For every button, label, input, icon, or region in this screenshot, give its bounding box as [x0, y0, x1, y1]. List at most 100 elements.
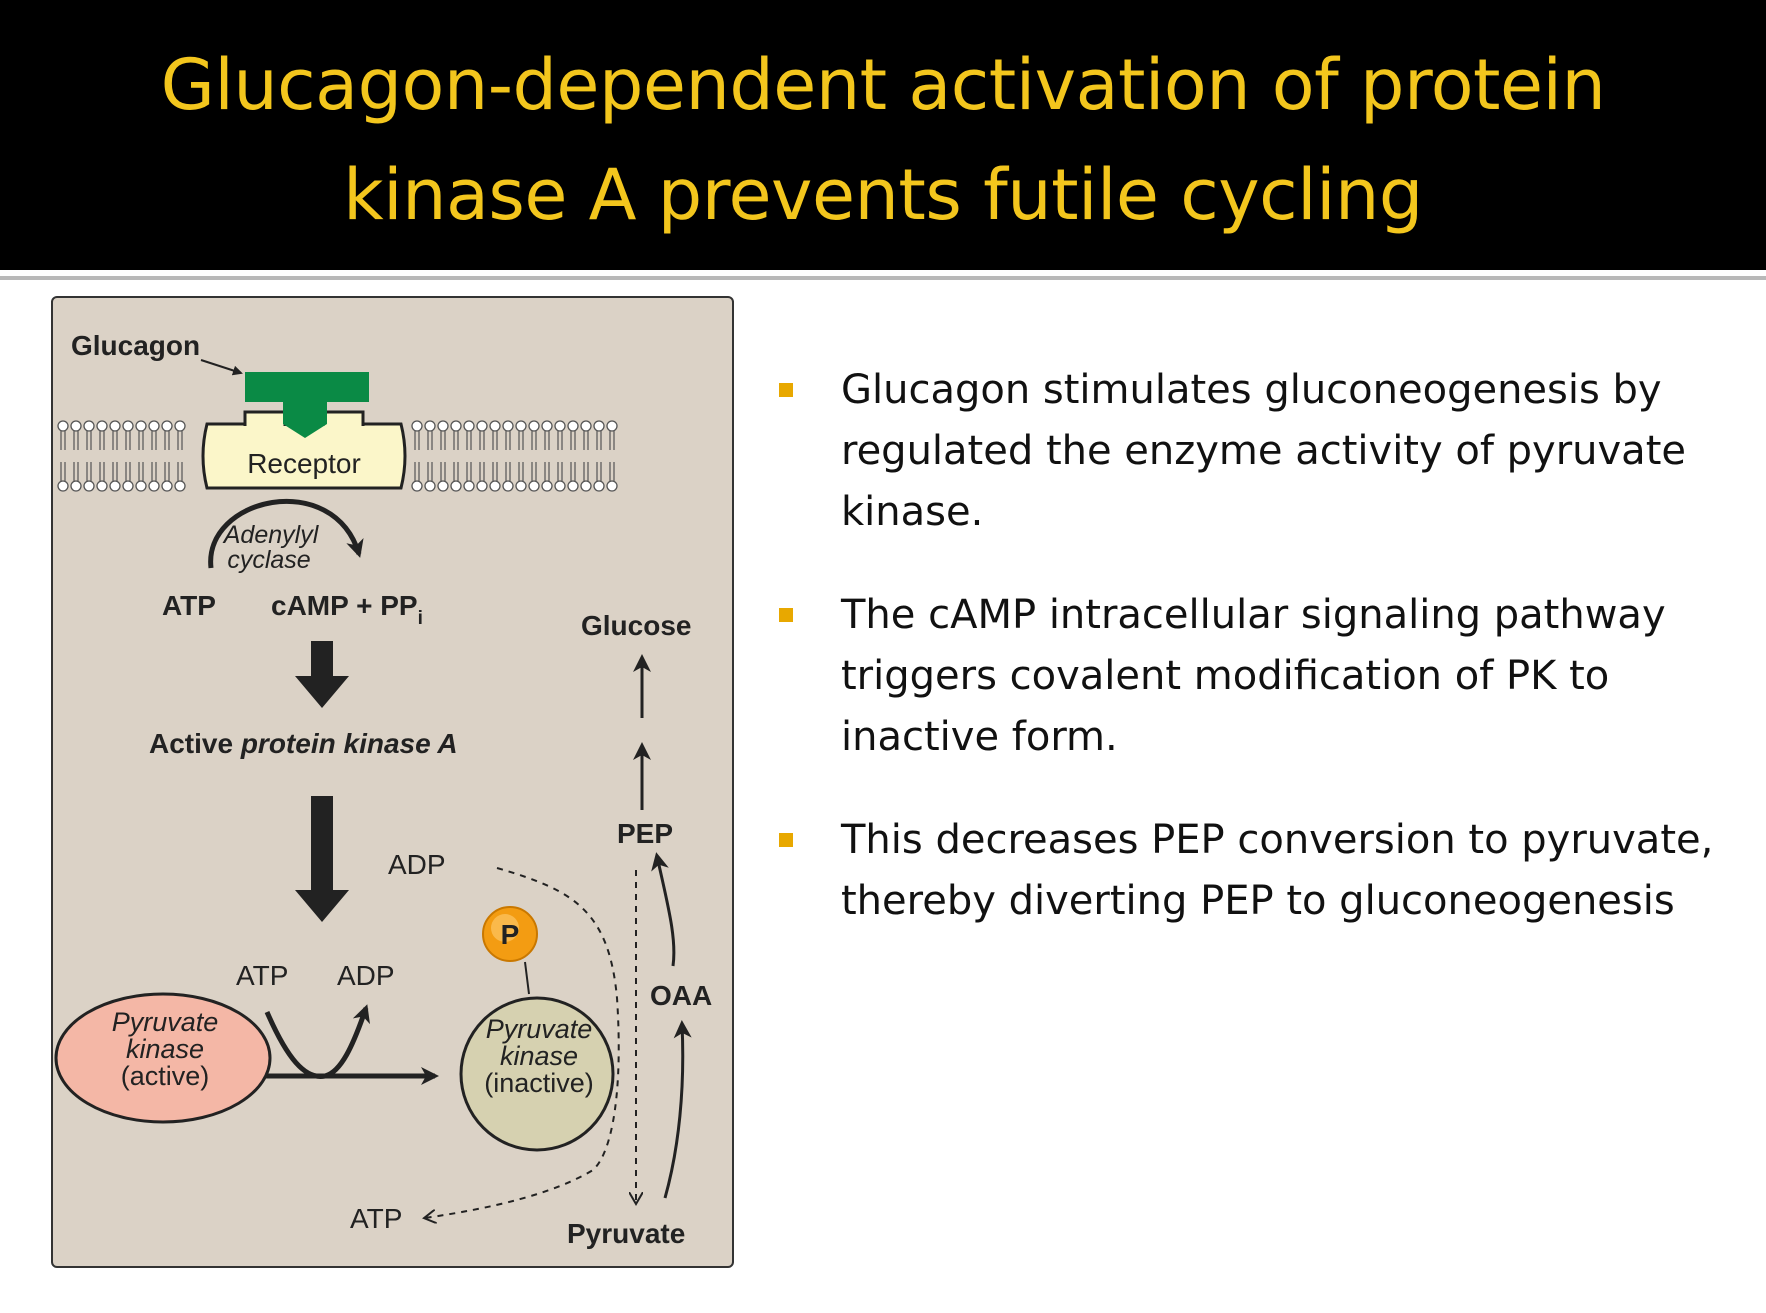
lipid-head-outer — [411, 420, 423, 451]
bullet-list: Glucagon stimulates gluconeogenesis by r… — [775, 360, 1735, 974]
adenylyl-cyclase-arrow — [208, 498, 364, 569]
bullet-item: Glucagon stimulates gluconeogenesis by r… — [775, 360, 1735, 543]
bullet-text: The cAMP intracellular signaling pathway… — [841, 592, 1666, 760]
pyruvate-kinase-inactive — [459, 996, 615, 1152]
lipid-head-inner — [580, 461, 592, 492]
adp-mid-label: ADP — [337, 960, 395, 991]
bullet-item: This decreases PEP conversion to pyruvat… — [775, 810, 1735, 932]
pep-label: PEP — [617, 818, 673, 849]
phosphate-label: P — [501, 919, 520, 950]
lipid-head-inner — [528, 461, 540, 492]
lipid-head-outer — [174, 420, 186, 451]
pk-inactive-line-1: Pyruvate — [486, 1014, 593, 1044]
receptor-shape — [201, 410, 407, 490]
atp-adp-transfer-arrow — [264, 1004, 370, 1079]
lipid-head-inner — [541, 461, 553, 492]
title-divider — [0, 276, 1766, 280]
slide-title-line-1: Glucagon-dependent activation of protein — [160, 44, 1606, 126]
lipid-head-outer — [593, 420, 605, 451]
adp-dashed-label: ADP — [388, 849, 446, 880]
lipid-head-inner — [161, 461, 173, 492]
lipid-head-outer — [463, 420, 475, 451]
pyruvate-kinase-active — [54, 992, 272, 1124]
lipid-head-inner — [593, 461, 605, 492]
pk-active-line-3: (active) — [121, 1061, 210, 1091]
lipid-head-outer — [567, 420, 579, 451]
bullet-marker-icon — [779, 608, 793, 622]
lipid-head-inner — [515, 461, 527, 492]
lipid-head-outer — [528, 420, 540, 451]
bullet-marker-icon — [779, 833, 793, 847]
slide-title-line-2: kinase A prevents futile cycling — [343, 154, 1423, 236]
lipid-head-inner — [450, 461, 462, 492]
pk-inactive-line-3: (inactive) — [484, 1068, 594, 1098]
glucagon-arrow — [200, 359, 243, 376]
receptor-label: Receptor — [247, 448, 361, 479]
pk-inactive-line-2: kinase — [500, 1041, 578, 1071]
adp-to-atp-dashed-arrow — [425, 867, 620, 1218]
lipid-head-outer — [148, 420, 160, 451]
bullet-text: Glucagon stimulates gluconeogenesis by r… — [841, 367, 1686, 535]
camp-to-pka-arrow-shaft — [311, 641, 333, 677]
cyclase-label: cyclase — [227, 546, 310, 574]
lipid-head-inner — [135, 461, 147, 492]
lipid-head-outer — [489, 420, 501, 451]
lipid-head-inner — [174, 461, 186, 492]
lipid-head-inner — [567, 461, 579, 492]
lipid-head-inner — [502, 461, 514, 492]
atp-mid-label: ATP — [236, 960, 288, 991]
lipid-head-outer — [109, 420, 121, 451]
lipid-head-inner — [554, 461, 566, 492]
lipid-head-inner — [96, 461, 108, 492]
oaa-label: OAA — [650, 980, 712, 1011]
glucagon-label: Glucagon — [71, 330, 200, 361]
lipid-head-outer — [541, 420, 553, 451]
pathway-diagram-svg: Glucagon Receptor Adenylyl cyclase ATP c… — [54, 330, 712, 1249]
lipid-head-inner — [476, 461, 488, 492]
lipid-head-inner — [122, 461, 134, 492]
lipid-head-outer — [554, 420, 566, 451]
lipid-head-outer — [70, 420, 82, 451]
lipid-head-outer — [424, 420, 436, 451]
lipid-head-inner — [463, 461, 475, 492]
camp-label: cAMP + PPi — [271, 590, 423, 629]
bullet-text: This decreases PEP conversion to pyruvat… — [841, 817, 1714, 924]
lipid-head-outer — [57, 420, 69, 451]
glucose-label: Glucose — [581, 610, 691, 641]
lipid-head-inner — [489, 461, 501, 492]
atp-bottom-label: ATP — [350, 1203, 402, 1234]
lipid-head-inner — [57, 461, 69, 492]
adenylyl-label: Adenylyl — [222, 521, 320, 549]
lipid-head-inner — [437, 461, 449, 492]
pk-active-line-2: kinase — [126, 1034, 204, 1064]
phosphate-link — [524, 961, 530, 995]
camp-to-pka-arrow-head — [295, 676, 349, 708]
bullet-item: The cAMP intracellular signaling pathway… — [775, 585, 1735, 768]
lipid-head-outer — [450, 420, 462, 451]
lipid-head-outer — [606, 420, 618, 451]
pka-to-pk-arrow-head — [295, 890, 349, 922]
pk-active-line-1: Pyruvate — [112, 1007, 219, 1037]
lipid-head-outer — [502, 420, 514, 451]
lipid-head-outer — [515, 420, 527, 451]
pathway-diagram: Glucagon Receptor Adenylyl cyclase ATP c… — [51, 296, 734, 1268]
lipid-head-inner — [83, 461, 95, 492]
lipid-head-inner — [411, 461, 423, 492]
pyruvate-to-oaa-arrow — [663, 1020, 692, 1199]
lipid-head-outer — [83, 420, 95, 451]
lipid-head-outer — [161, 420, 173, 451]
lipid-head-inner — [148, 461, 160, 492]
lipid-head-inner — [424, 461, 436, 492]
pka-to-pk-arrow-shaft — [311, 796, 333, 892]
glucagon-ligand — [245, 372, 369, 438]
lipid-head-outer — [122, 420, 134, 451]
lipid-head-outer — [476, 420, 488, 451]
active-pka-label: Active protein kinase A — [149, 728, 458, 759]
title-bar: Glucagon-dependent activation of protein… — [0, 0, 1766, 270]
oaa-to-pep-arrow — [651, 852, 676, 967]
lipid-head-inner — [606, 461, 618, 492]
lipid-head-inner — [109, 461, 121, 492]
lipid-head-inner — [70, 461, 82, 492]
lipid-head-outer — [135, 420, 147, 451]
lipid-head-outer — [96, 420, 108, 451]
